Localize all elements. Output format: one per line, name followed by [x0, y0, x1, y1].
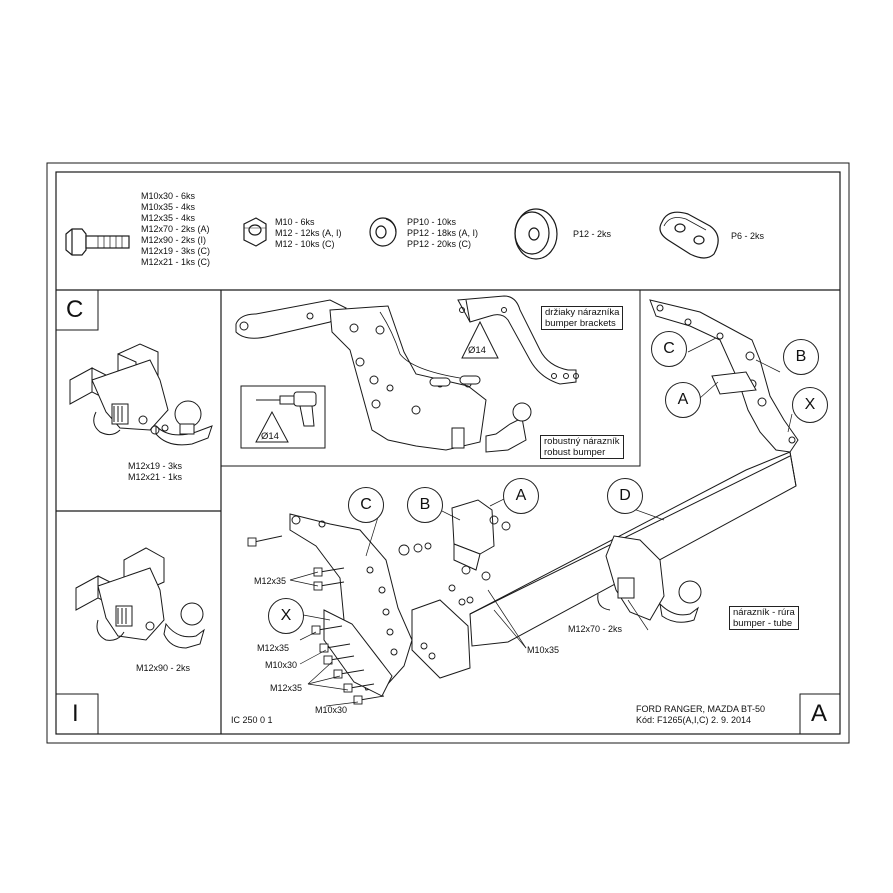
bolt-spec: M12x21 - 1ks: [128, 472, 183, 482]
panel-c-letter: C: [66, 296, 84, 323]
corner-box-i: [55, 693, 99, 735]
bolt-label-m10x30-b: M10x30: [315, 705, 348, 715]
washer-icon: [369, 217, 397, 247]
bolt-label-m12x70: M12x70 - 2ks: [568, 624, 623, 634]
washer-spec: PP12 - 20ks (C): [407, 239, 472, 249]
vehicle-title: FORD RANGER, MAZDA BT-50: [636, 704, 766, 714]
plate-p12-icon: [514, 208, 558, 260]
bumper-brackets-label: držiaky nárazníka bumper brackets: [541, 306, 624, 330]
callout-b-main: B: [407, 487, 443, 523]
plate-p6-icon: [659, 211, 719, 259]
bolt-list: M10x30 - 6ks M10x35 - 4ks M12x35 - 4ks M…: [141, 191, 210, 268]
bolt-spec: M10x35 - 4ks: [141, 202, 196, 212]
nut-spec: M12 - 12ks (A, I): [275, 228, 342, 238]
bumper-tube-label: nárazník - rúra bumper - tube: [729, 606, 799, 630]
panel-c-hitch: [69, 343, 213, 446]
plate-p12-label: P12 - 2ks: [573, 229, 612, 239]
bolt-label-m10x30-a: M10x30: [265, 660, 298, 670]
kod-date: Kód: F1265(A,I,C) 2. 9. 2014: [636, 715, 752, 725]
drill-diameter-bracket: Ø14: [468, 345, 486, 356]
callout-c-main: C: [348, 487, 384, 523]
washer-list: PP10 - 10ks PP12 - 18ks (A, I) PP12 - 20…: [407, 217, 478, 250]
bumper-bracket-sketch: [457, 295, 579, 385]
bolt-spec: M12x21 - 1ks (C): [141, 257, 211, 267]
detail-panel-frame: [220, 289, 641, 467]
label-line: robustný nárazník: [544, 436, 620, 447]
bolt-label-m12x35-a: M12x35: [254, 576, 287, 586]
outer-frame: [46, 162, 850, 744]
callout-b-top: B: [783, 339, 819, 375]
drill-diameter-tool: Ø14: [261, 431, 279, 442]
label-line: bumper brackets: [545, 318, 616, 329]
callout-c-top: C: [651, 331, 687, 367]
bolt-spec: M12x70 - 2ks (A): [141, 224, 210, 234]
corner-box-a: [799, 693, 841, 735]
washer-spec: PP10 - 10ks: [407, 217, 457, 227]
bolt-label-m12x35-b: M12x35: [257, 643, 290, 653]
panel-a-letter: A: [811, 700, 828, 727]
nut-list: M10 - 6ks M12 - 12ks (A, I) M12 - 10ks (…: [275, 217, 342, 250]
inner-frame: [55, 171, 841, 735]
bolt-label-m12x35-c: M12x35: [270, 683, 303, 693]
main-assembly: [247, 299, 799, 707]
nut-icon: [243, 217, 267, 247]
callout-x-top: X: [792, 387, 828, 423]
detail-bracket: [235, 299, 532, 453]
corner-box-c: [55, 289, 99, 331]
bolt-spec: M12x35 - 4ks: [141, 213, 196, 223]
label-line: nárazník - rúra: [733, 607, 795, 618]
drill-icon: [255, 391, 317, 443]
panel-i-bolt: M12x90 - 2ks: [136, 663, 191, 673]
drawing-code: IC 250 0 1: [231, 715, 273, 725]
callout-a-top: A: [665, 382, 701, 418]
bolt-icon: [65, 228, 130, 256]
bolt-spec: M12x19 - 3ks: [128, 461, 183, 471]
bolt-spec: M12x90 - 2ks (I): [141, 235, 207, 245]
panel-c-bolts: M12x19 - 3ks M12x21 - 1ks: [128, 461, 182, 483]
label-line: bumper - tube: [733, 618, 793, 629]
callout-a-main: A: [503, 478, 539, 514]
callout-x-main: X: [268, 598, 304, 634]
robust-bumper-label: robustný nárazník robust bumper: [540, 435, 624, 459]
callout-d-main: D: [607, 478, 643, 514]
bolt-spec: M12x19 - 3ks (C): [141, 246, 211, 256]
label-line: robust bumper: [544, 447, 606, 458]
bolt-spec: M10x30 - 6ks: [141, 191, 196, 201]
bolt-label-m10x35: M10x35: [527, 645, 560, 655]
panel-i-hitch: [75, 547, 205, 649]
washer-spec: PP12 - 18ks (A, I): [407, 228, 479, 238]
label-line: držiaky nárazníka: [545, 307, 620, 318]
nut-spec: M10 - 6ks: [275, 217, 315, 227]
nut-spec: M12 - 10ks (C): [275, 239, 335, 249]
plate-p6-label: P6 - 2ks: [731, 231, 765, 241]
panel-i-letter: I: [72, 700, 79, 727]
